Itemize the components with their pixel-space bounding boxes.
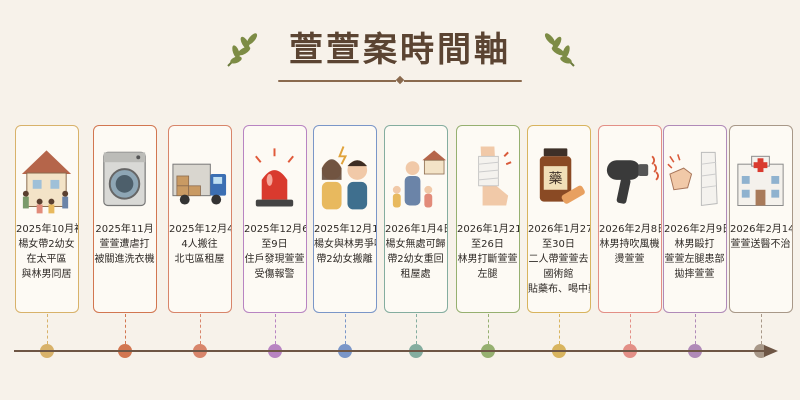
event-text-line: 北屯區租屋 (174, 254, 225, 265)
event-date: 2025年11月 (95, 224, 154, 235)
event-text-line: 楊女帶2幼女 (18, 239, 75, 250)
event-text-line: 至30日 (542, 239, 575, 250)
event-text-line: 楊女無處可歸 (385, 239, 446, 250)
timeline-event-card: 2026年2月9日林男毆打萱萱左腿患部拋摔萱萱 (663, 125, 727, 313)
event-text-line: 林男持吹風機 (599, 239, 660, 250)
event-date: 2025年12月4日 (169, 224, 231, 235)
page-title: 萱萱案時間軸 (289, 30, 511, 70)
title-divider-ornament (396, 78, 404, 84)
timeline-axis (14, 350, 766, 352)
hospital-icon (737, 155, 784, 206)
timeline-event-card: 2026年1月21日至26日林男打斷萱萱左腿 (456, 125, 520, 313)
event-description: 2025年12月6日至9日住戶發現萱萱受傷報警 (244, 222, 306, 282)
hair-dryer-icon (606, 155, 659, 204)
event-text-line: 燙萱萱 (614, 254, 645, 265)
couple-argue-icon (321, 146, 368, 210)
event-text-line: 至9日 (261, 239, 288, 250)
alarm-siren-icon (255, 148, 294, 207)
timeline-event-card: 2026年2月14日萱萱送醫不治 (729, 125, 793, 313)
event-text-line: 萱萱左腿患部 (664, 254, 725, 265)
event-text-line: 林男毆打 (674, 239, 715, 250)
event-description: 2025年12月12日楊女與林男爭吵帶2幼女搬離 (314, 222, 377, 267)
event-text-line: 帶2幼女重回 (387, 254, 444, 265)
event-description: 2026年2月9日林男毆打萱萱左腿患部拋摔萱萱 (664, 222, 727, 282)
timeline-arrow-icon (764, 345, 778, 357)
event-text-line: 林男打斷萱萱 (457, 254, 518, 265)
event-text-line: 在太平區 (26, 254, 67, 265)
timeline-connector (345, 314, 346, 344)
event-text-line: 二人帶萱萱去 (528, 254, 589, 265)
event-text-line: 住戶發現萱萱 (244, 254, 305, 265)
event-date: 2026年2月9日 (664, 224, 727, 235)
event-text-line: 與林男同居 (21, 269, 72, 280)
event-text-line: 被關進洗衣機 (94, 254, 155, 265)
event-text-line: 萱萱遭虐打 (99, 239, 150, 250)
event-date: 2026年2月14日 (730, 224, 792, 235)
timeline-event-card: 2025年12月6日至9日住戶發現萱萱受傷報警 (243, 125, 307, 313)
house-family-icon (21, 150, 72, 214)
event-description: 2025年10月初楊女帶2幼女在太平區與林男同居 (16, 222, 79, 282)
timeline-connector (416, 314, 417, 344)
timeline-event-card: 2025年10月初楊女帶2幼女在太平區與林男同居 (15, 125, 79, 313)
timeline-connector (695, 314, 696, 344)
timeline-connector (488, 314, 489, 344)
event-text-line: 至26日 (471, 239, 504, 250)
timeline-connector (125, 314, 126, 344)
timeline-event-card: 藥 2026年1月27日至30日二人帶萱萱去國術館貼藥布、喝中藥 (527, 125, 591, 313)
svg-text:藥: 藥 (549, 171, 563, 187)
event-description: 2026年1月27日至30日二人帶萱萱去國術館貼藥布、喝中藥 (528, 222, 591, 297)
event-text-line: 左腿 (477, 269, 498, 280)
laurel-sprig-icon (544, 33, 575, 67)
event-description: 2026年2月14日萱萱送醫不治 (730, 222, 792, 252)
event-description: 2026年2月8日林男持吹風機燙萱萱 (599, 222, 662, 267)
event-text-line: 4人搬往 (181, 239, 218, 250)
event-text-line: 拋摔萱萱 (674, 269, 715, 280)
event-date: 2026年1月27日 (528, 224, 590, 235)
timeline-connector (559, 314, 560, 344)
event-date: 2026年2月8日 (599, 224, 662, 235)
event-text-line: 帶2幼女搬離 (316, 254, 373, 265)
event-description: 2025年11月萱萱遭虐打被關進洗衣機 (94, 222, 155, 267)
mother-return-home-icon (392, 150, 446, 208)
medicine-bottle-icon: 藥 (539, 148, 585, 204)
event-date: 2026年1月21日 (457, 224, 519, 235)
event-date: 2025年10月初 (16, 224, 79, 235)
timeline-event-card: 2025年11月萱萱遭虐打被關進洗衣機 (93, 125, 157, 313)
fist-bandage-icon (667, 151, 718, 207)
washing-machine-icon (103, 151, 146, 207)
timeline-connector (630, 314, 631, 344)
event-date: 2025年12月12日 (314, 224, 376, 235)
event-text-line: 萱萱送醫不治 (730, 239, 791, 250)
timeline-event-card: 2025年12月12日楊女與林男爭吵帶2幼女搬離 (313, 125, 377, 313)
event-description: 2026年1月4日楊女無處可歸帶2幼女重回租屋處 (385, 222, 448, 282)
timeline-connector (761, 314, 762, 344)
event-date: 2026年1月4日 (385, 224, 448, 235)
event-text-line: 貼藥布、喝中藥 (528, 284, 591, 295)
timeline-connector (47, 314, 48, 344)
timeline-event-card: 2026年2月8日林男持吹風機燙萱萱 (598, 125, 662, 313)
laurel-sprig-icon (227, 33, 258, 67)
event-date: 2025年12月6日 (244, 224, 306, 235)
event-text-line: 受傷報警 (254, 269, 295, 280)
timeline-connector (200, 314, 201, 344)
bandaged-leg-icon (478, 146, 512, 206)
moving-truck-icon (172, 163, 227, 205)
timeline-event-card: 2026年1月4日楊女無處可歸帶2幼女重回租屋處 (384, 125, 448, 313)
event-description: 2026年1月21日至26日林男打斷萱萱左腿 (457, 222, 519, 282)
event-text-line: 楊女與林男爭吵 (314, 239, 377, 250)
timeline-connector (275, 314, 276, 344)
event-text-line: 國術館 (543, 269, 574, 280)
event-text-line: 租屋處 (400, 269, 431, 280)
